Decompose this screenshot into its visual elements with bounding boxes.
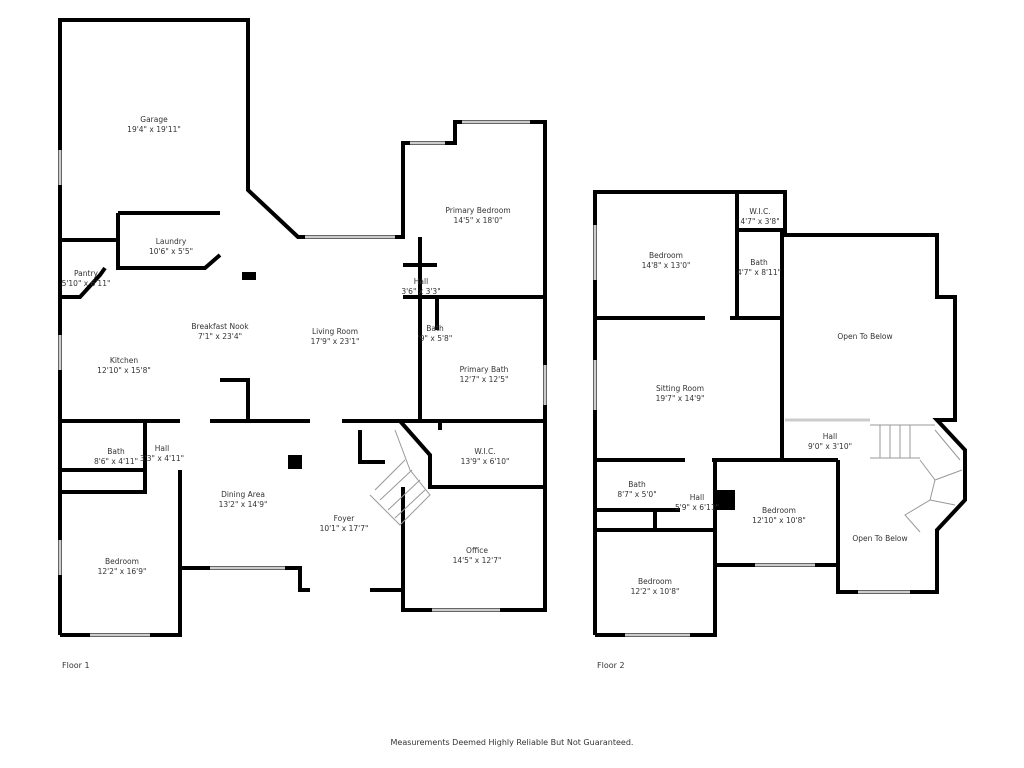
floor2-label: Floor 2 [597,661,625,670]
room-name: Bedroom [638,577,672,586]
room-name: Garage [140,115,168,124]
room-dims: '9" x 5'8" [417,334,453,343]
room-dims: 12'7" x 12'5" [459,375,509,384]
room-dims: 13'2" x 14'9" [218,500,268,509]
room-name: Hall [689,493,705,502]
room-dims: 5'9" x 6'11" [674,503,720,512]
room-dims: 10'1" x 17'7" [319,524,369,533]
room-name: Hall [822,432,838,441]
room-dims: 7'1" x 23'4" [197,332,243,341]
room-name: Living Room [311,327,359,336]
floor1-label: Floor 1 [62,661,90,670]
room-dims: 5'10" x 6'11" [61,279,111,288]
room-dims: 19'4" x 19'11" [127,125,181,134]
room-dims: 8'7" x 5'0" [617,490,657,499]
room-name: Dining Area [221,490,265,499]
room-name: Pantry [74,269,98,278]
room-name: Sitting Room [655,384,705,393]
room-name: W.I.C. [749,207,771,216]
room-wic: W.I.C.13'9" x 6'10" [461,447,510,467]
room-dims: 9'0" x 3'10" [807,442,853,451]
room-name: Bedroom [105,557,139,566]
room-dims: 10'6" x 5'5" [148,247,194,256]
room-dims: 13'9" x 6'10" [460,457,510,466]
room-name: Bath [107,447,125,456]
room-name: W.I.C. [474,447,496,456]
room-dims: 14'5" x 18'0" [453,216,503,225]
room-name: Office [466,546,488,555]
room-name: Open To Below [837,332,893,341]
room-name: Laundry [155,237,187,246]
room-bath: Bath'9" x 5'8" [418,324,453,344]
room-name: Bath [426,324,444,333]
room-wic: W.I.C.4'7" x 3'8" [740,207,779,227]
room-name: Kitchen [109,356,139,365]
room-dims: 3'6" x 3'3" [401,287,441,296]
room-name: Bath [750,258,768,267]
room-name: Foyer [333,514,355,523]
floor1-stairs [369,429,431,526]
room-name: Breakfast Nook [191,322,249,331]
room-dims: 17'9" x 23'1" [310,337,360,346]
room-name: Open To Below [852,534,908,543]
room-name: Bath [628,480,646,489]
floor2-windows [593,225,910,637]
room-dims: 8'6" x 4'11" [93,457,139,466]
room-dims: 4'7" x 3'8" [740,217,780,226]
floor2-stairs [870,424,963,533]
floor1-windows [58,120,547,637]
room-name: Bedroom [762,506,796,515]
room-name: Hall [154,444,170,453]
room-dims: 12'2" x 10'8" [630,587,680,596]
room-dims: 14'5" x 12'7" [452,556,502,565]
room-name: Primary Bath [459,365,509,374]
room-open-to-below: Open To Below [837,332,892,342]
floor1-walls [58,18,547,637]
disclaimer: Measurements Deemed Highly Reliable But … [390,738,634,747]
room-open-to-below: Open To Below [852,534,907,544]
room-dims: 14'8" x 13'0" [641,261,691,270]
room-name: Bedroom [649,251,683,260]
room-dims: 12'10" x 15'8" [97,366,151,375]
room-dims: 12'2" x 16'9" [97,567,147,576]
room-dims: 19'7" x 14'9" [655,394,705,403]
room-name: Hall [413,277,429,286]
room-dims: 12'10" x 10'8" [752,516,806,525]
room-name: Primary Bedroom [445,206,511,215]
floor2-walls [593,190,967,637]
room-dims: 4'7" x 8'11" [736,268,782,277]
room-dims: 3'3" x 4'11" [139,454,185,463]
